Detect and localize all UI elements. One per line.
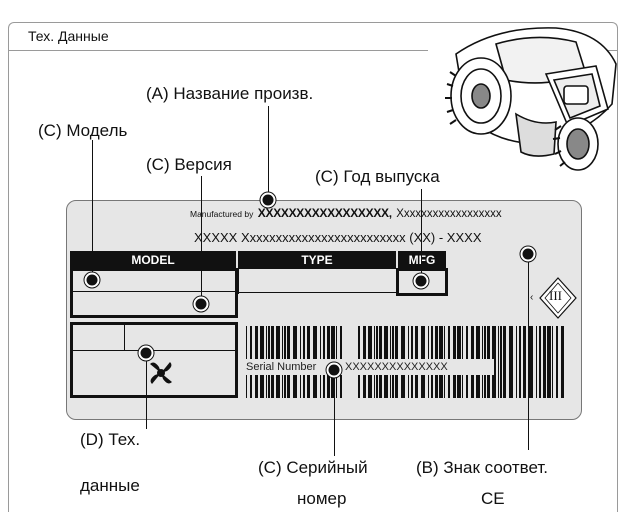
tech-data-box [70,322,238,398]
callout-c-year: (C) Год выпуска [315,167,440,186]
leader-c-year [421,189,423,281]
marker-d [140,347,152,359]
ce-class-diamond-icon [539,277,577,319]
type-bottom-border [238,292,398,293]
leader-b [528,254,530,450]
serial-barcode [244,326,564,398]
type-header: TYPE [238,251,396,269]
type-left-border [238,268,239,294]
marker-c-year [415,275,427,287]
marker-a [262,194,274,206]
title-divider [8,50,428,51]
manufacturer-line: Manufactured by XXXXXXXXXXXXXXXXX, Xxxxx… [190,205,502,222]
manufacturer-address: XXXXX Xxxxxxxxxxxxxxxxxxxxxxxxx (XX) - X… [194,230,482,245]
tech-data-divider-vertical [124,325,125,350]
fan-icon [150,362,172,384]
marker-c-model [86,274,98,286]
manufactured-by-label: Manufactured by [190,209,254,219]
callout-c-model: (C) Модель [38,121,128,140]
leader-d [146,353,148,429]
leader-c-model [92,140,94,280]
callout-d-line1: (D) Тех. [80,430,141,449]
callout-b-line2: CE [481,489,505,508]
ce-class-text: III [549,288,562,303]
manufacturer-suffix: Xxxxxxxxxxxxxxxxxx [396,208,502,220]
robot-mower-illustration [445,27,617,171]
callout-b-line1: (B) Знак соответ. [416,458,549,477]
serial-number-label: Serial Number [246,361,317,373]
callout-c-version: (C) Версия [146,155,232,174]
marker-c-serial [328,364,340,376]
leader-a [268,106,270,200]
model-version-divider [72,291,236,292]
panel-frame [8,22,618,512]
model-version-box [70,268,238,318]
model-header: MODEL [70,251,236,269]
callout-c-serial-line2: номер [297,489,347,508]
callout-d-line2: данные [80,476,140,495]
callout-a-manufacturer: (A) Название произв. [146,84,314,103]
leader-c-version [201,176,203,304]
panel-title: Тех. Данные [28,28,109,44]
leader-c-serial [334,370,336,456]
tech-data-divider [73,350,236,351]
marker-b [522,248,534,260]
marker-c-version [195,298,207,310]
callout-c-serial-line1: (C) Серийный [258,458,368,477]
serial-number-value: XXXXXXXXXXXXXX [345,361,448,373]
manufacturer-name: XXXXXXXXXXXXXXXXX, [257,206,392,220]
ce-chevron-icon: ‹ [530,292,534,303]
